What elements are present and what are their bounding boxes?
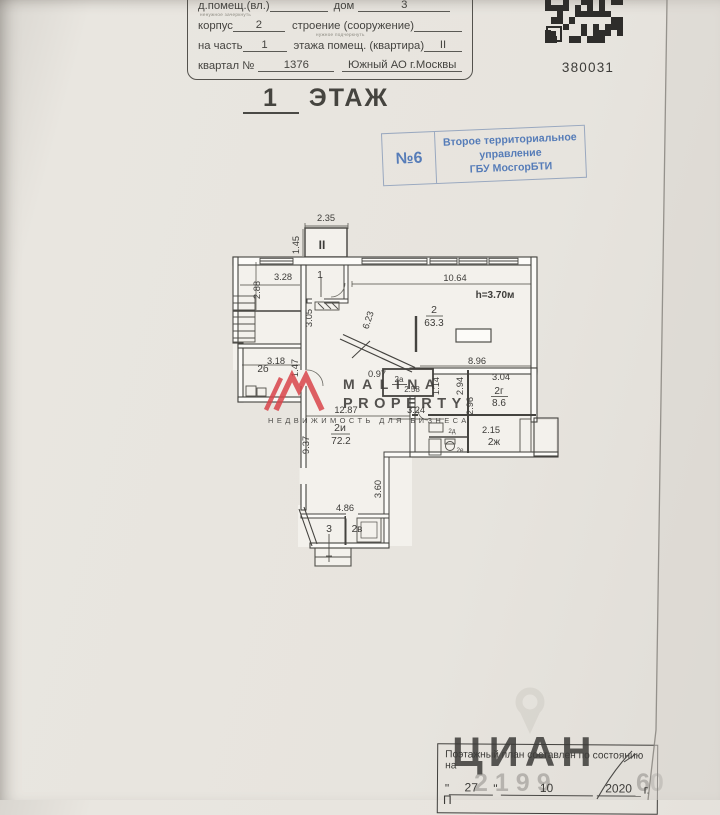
dim-2-94: 2.94: [455, 377, 465, 395]
floor-word: ЭТАЖ: [308, 84, 390, 112]
room-2i-label: 2и: [334, 422, 346, 434]
room-2v-label: 2в: [352, 524, 363, 535]
korpus-label: корпус: [198, 20, 233, 32]
form-note-1: ненужное зачеркнуть: [200, 12, 252, 17]
room-2i-area: 72.2: [331, 436, 351, 447]
dim-3-05: 3.05: [304, 309, 314, 327]
ceiling-height: h=3.70м: [476, 290, 515, 301]
entry-mark-ii: II: [319, 238, 326, 252]
stamp-text: Второе территориальное управление ГБУ Мо…: [435, 126, 586, 183]
malina-watermark: MALINA PROPERTY НЕДВИЖИМОСТЬ ДЛЯ БИЗНЕСА: [263, 369, 470, 425]
stroenie-label: строение (сооружение): [291, 20, 415, 32]
brand-name-top: MALINA: [343, 376, 442, 392]
dim-9-37: 9.37: [301, 436, 311, 454]
document-number: 380031: [561, 60, 615, 75]
dim-12-87: 12.87: [334, 405, 357, 415]
qr-code: [545, 0, 623, 43]
windows: [259, 257, 519, 265]
footer-title: Поэтажный план составлен по состоянию на: [445, 749, 644, 772]
room-2d-label: 2д: [448, 428, 456, 435]
floor-number: 1: [243, 84, 299, 114]
okrug-value: Южный АО г.Москвы: [342, 59, 462, 72]
malina-logo: [273, 369, 325, 412]
room-2a-area: 2.58: [404, 385, 420, 394]
part-label: на часть: [198, 40, 243, 52]
room-2g-label: 2г: [494, 386, 504, 397]
dim-8-96: 8.96: [468, 356, 486, 366]
room-2zh-label: 2ж: [488, 437, 501, 448]
form-row-korpus: корпус 2 строение (сооружение) нужное по…: [198, 19, 462, 37]
plan-inner-walls: [233, 310, 536, 547]
form-row-house: д.помещ.(вл.) дом 3 ненужное зачеркнуть: [198, 0, 462, 17]
dom-label: дом: [333, 0, 355, 12]
dim-2-88: 2.88: [252, 281, 262, 299]
room-2-label: 2: [431, 304, 437, 316]
dim-2-35: 2.35: [317, 213, 335, 223]
room-fraction-lines: [331, 315, 508, 435]
plan-room-fills: [233, 228, 556, 567]
korpus-value: 2: [232, 19, 285, 32]
dim-4-86: 4.86: [336, 503, 354, 513]
room-2g-area: 8.6: [492, 398, 506, 409]
date-month: 10: [500, 780, 593, 797]
footer-date-line: " 27 " 10 2020 г.: [445, 780, 650, 797]
fixtures: [232, 277, 532, 567]
dim-2-15: 2.15: [482, 425, 500, 435]
dim-0-97: 0.97: [368, 369, 386, 379]
dim-1-45: 1.45: [291, 236, 301, 254]
dim-1-47: 1.47: [290, 359, 300, 377]
bti-stamp: №6 Второе территориальное управление ГБУ…: [380, 124, 588, 187]
door-openings: [299, 282, 429, 519]
page-title: 1 ЭТАЖ: [243, 84, 390, 114]
kvartal-value: 1376: [258, 59, 335, 72]
room-2b-label: 2б: [257, 363, 269, 375]
part-value: 1: [242, 39, 287, 52]
flat-value: II: [424, 39, 462, 52]
room-2a-label: 2а: [395, 375, 404, 384]
quote-close: ": [493, 781, 498, 796]
qr-finder-square: [546, 26, 562, 42]
room-2e-label: 2е: [456, 447, 464, 454]
date-day: 27: [449, 780, 494, 796]
floor-room-label: этажа помещ. (квартира): [293, 40, 425, 52]
dim-10-64: 10.64: [443, 273, 466, 283]
dim-3-04: 3.04: [492, 372, 510, 382]
stroenie-blank: [414, 19, 462, 32]
form-row-kvartal: квартал № 1376 Южный АО г.Москвы: [198, 59, 462, 72]
dom-value: 3: [358, 0, 451, 12]
cutoff-text: П: [443, 793, 452, 807]
registration-form: д.помещ.(вл.) дом 3 ненужное зачеркнуть …: [187, 0, 473, 80]
dimension-lines: [240, 223, 532, 420]
dim-6-23: 6.23: [361, 310, 376, 330]
footer-date-box: Поэтажный план составлен по состоянию на…: [436, 743, 659, 815]
brand-name-bottom: PROPERTY: [343, 396, 467, 412]
house-label: д.помещ.(вл.): [198, 0, 270, 12]
dim-1-14: 1.14: [431, 377, 441, 395]
house-blank: [269, 0, 328, 12]
room-3-label: 3: [326, 523, 332, 535]
year-suffix: г.: [643, 782, 650, 797]
room-2-area: 63.3: [424, 318, 444, 329]
plan-walls: [232, 227, 559, 549]
stamp-number: №6: [382, 132, 438, 186]
room-1-label: 1: [317, 269, 323, 281]
dim-3-18: 3.18: [267, 356, 285, 366]
dim-3-24: 3.24: [407, 405, 425, 415]
form-note-2: нужное подчеркнуть: [316, 32, 365, 37]
dim-3-60: 3.60: [373, 480, 383, 498]
plan-labels: II 2.35 1.45 1 3.28 2.88 10.64 h=3.70м 3…: [252, 213, 514, 535]
brand-tagline: НЕДВИЖИМОСТЬ ДЛЯ БИЗНЕСА: [268, 416, 470, 425]
date-year: 2020: [596, 781, 641, 797]
dim-2-96: 2.96: [465, 397, 475, 415]
kvartal-label: квартал №: [198, 60, 255, 72]
page-edge: [647, 0, 720, 800]
dim-3-28: 3.28: [274, 272, 292, 282]
form-row-part: на часть 1 этажа помещ. (квартира) II: [198, 39, 462, 52]
